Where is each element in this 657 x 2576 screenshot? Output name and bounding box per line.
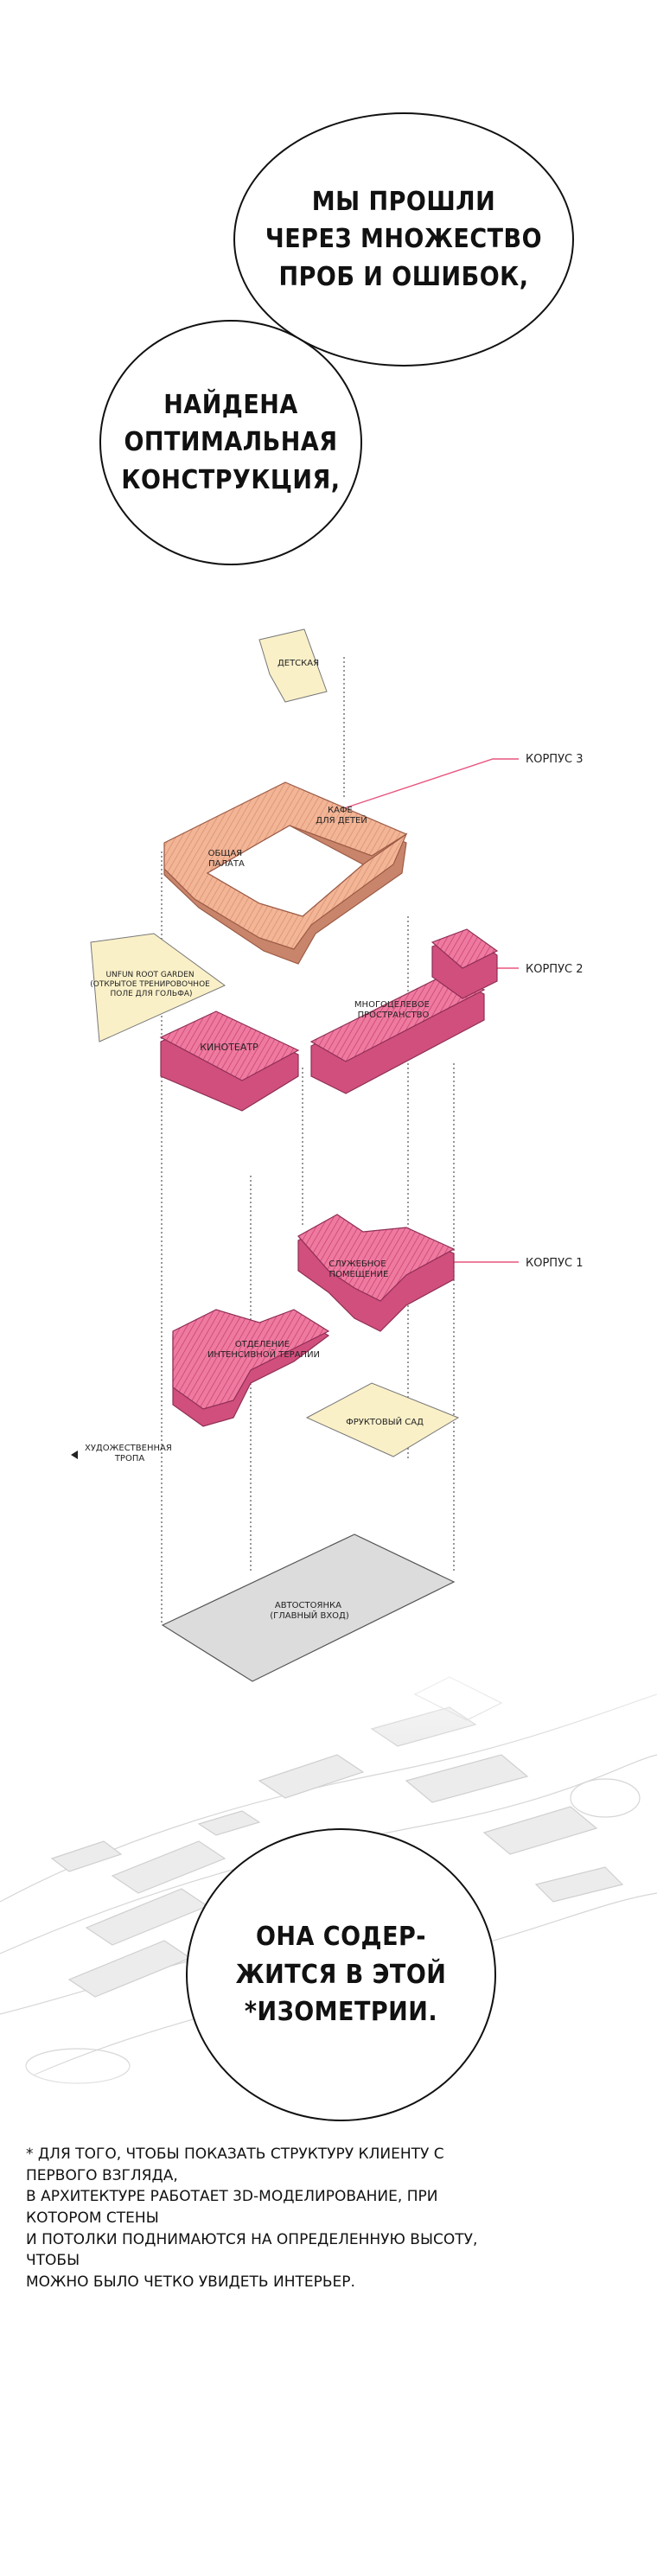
svg-text:ДЕТСКАЯ: ДЕТСКАЯ bbox=[277, 659, 319, 668]
footnote: * ДЛЯ ТОГО, ЧТОБЫ ПОКАЗАТЬ СТРУКТУРУ КЛИ… bbox=[26, 2146, 478, 2291]
parking-lot bbox=[161, 1533, 456, 1682]
speech-bubble-bottom-text: ОНА СОДЕР- ЖИТСЯ В ЭТОЙ *ИЗОМЕТРИИ. bbox=[235, 1922, 447, 2028]
speech-bubble-top-text: МЫ ПРОШЛИ ЧЕРЕЗ МНОЖЕСТВО ПРОБ И ОШИБОК, bbox=[265, 186, 543, 292]
svg-text:ОБЩАЯ ПАЛАТА: ОБЩАЯ ПАЛАТА bbox=[208, 849, 246, 869]
building3-label: КОРПУС 3 bbox=[526, 753, 583, 766]
art-path-arrow-icon bbox=[71, 1451, 78, 1459]
playground-plot bbox=[258, 628, 328, 703]
building2 bbox=[309, 928, 499, 1094]
multi-space-label: МНОГОЦЕЛЕВОЕ bbox=[354, 1000, 430, 1010]
icu-label: ОТДЕЛЕНИЕ bbox=[235, 1340, 290, 1349]
cinema-label: КИНОТЕАТР bbox=[200, 1042, 258, 1053]
common-ward-label: ОБЩАЯ bbox=[208, 849, 242, 858]
cafe-label: КАФЕ bbox=[328, 806, 353, 815]
building1-label: КОРПУС 1 bbox=[526, 1257, 583, 1270]
building3-pointer bbox=[343, 758, 519, 809]
svg-text:КАФЕ ДЛЯ ДЕТЕЙ: КАФЕ ДЛЯ ДЕТЕЙ bbox=[316, 806, 367, 826]
parking-label: АВТОСТОЯНКА bbox=[275, 1601, 341, 1610]
art-path-label: ХУДОЖЕСТВЕННАЯ bbox=[85, 1444, 172, 1453]
svg-text:ОТДЕЛЕНИЕ ИНТЕНСИВНОЙ ТЕРА: ОТДЕЛЕНИЕ ИНТЕНСИВНОЙ ТЕРАПИИ bbox=[207, 1340, 320, 1360]
svg-text:МНОГОЦЕЛЕВОЕ ПРОСТРАНСТВО: МНОГОЦЕЛЕВОЕ ПРОСТРАНСТВО bbox=[354, 1000, 432, 1020]
service-room-label: СЛУЖЕБНОЕ bbox=[328, 1259, 386, 1269]
svg-text:ХУДОЖЕСТВЕННАЯ ТРОПА: ХУДОЖЕСТВЕННАЯ ТРОПА bbox=[85, 1444, 175, 1463]
cinema-building bbox=[159, 1011, 300, 1112]
building1 bbox=[172, 1214, 456, 1427]
speech-bubble-middle: НАЙДЕНА ОПТИМАЛЬНАЯ КОНСТРУКЦИЯ, bbox=[99, 320, 362, 565]
speech-bubble-top: МЫ ПРОШЛИ ЧЕРЕЗ МНОЖЕСТВО ПРОБ И ОШИБОК, bbox=[233, 112, 574, 367]
golf-garden-plot bbox=[90, 933, 226, 1043]
svg-text:UNFUN ROOT GARDEN (ОТКРЫТО: UNFUN ROOT GARDEN (ОТКРЫТОЕ ТРЕНИРОВОЧНО… bbox=[90, 971, 212, 998]
svg-text:АВТОСТОЯНКА (ГЛАВНЫЙ ВХОД): АВТОСТОЯНКА (ГЛАВНЫЙ ВХОД) bbox=[270, 1601, 349, 1621]
playground-label: ДЕТСКАЯ bbox=[277, 659, 319, 668]
building2-label: КОРПУС 2 bbox=[526, 963, 583, 976]
svg-text:СЛУЖЕБНОЕ ПОМЕЩЕНИЕ: СЛУЖЕБНОЕ ПОМЕЩЕНИЕ bbox=[328, 1259, 388, 1279]
fruit-garden-label: ФРУКТОВЫЙ САД bbox=[346, 1416, 424, 1427]
golf-garden-label: UNFUN ROOT GARDEN bbox=[105, 971, 194, 979]
building3 bbox=[163, 781, 408, 965]
fruit-garden-plot bbox=[305, 1382, 460, 1457]
speech-bubble-middle-text: НАЙДЕНА ОПТИМАЛЬНАЯ КОНСТРУКЦИЯ, bbox=[121, 389, 341, 495]
speech-bubble-bottom: ОНА СОДЕР- ЖИТСЯ В ЭТОЙ *ИЗОМЕТРИИ. bbox=[186, 1828, 496, 2121]
